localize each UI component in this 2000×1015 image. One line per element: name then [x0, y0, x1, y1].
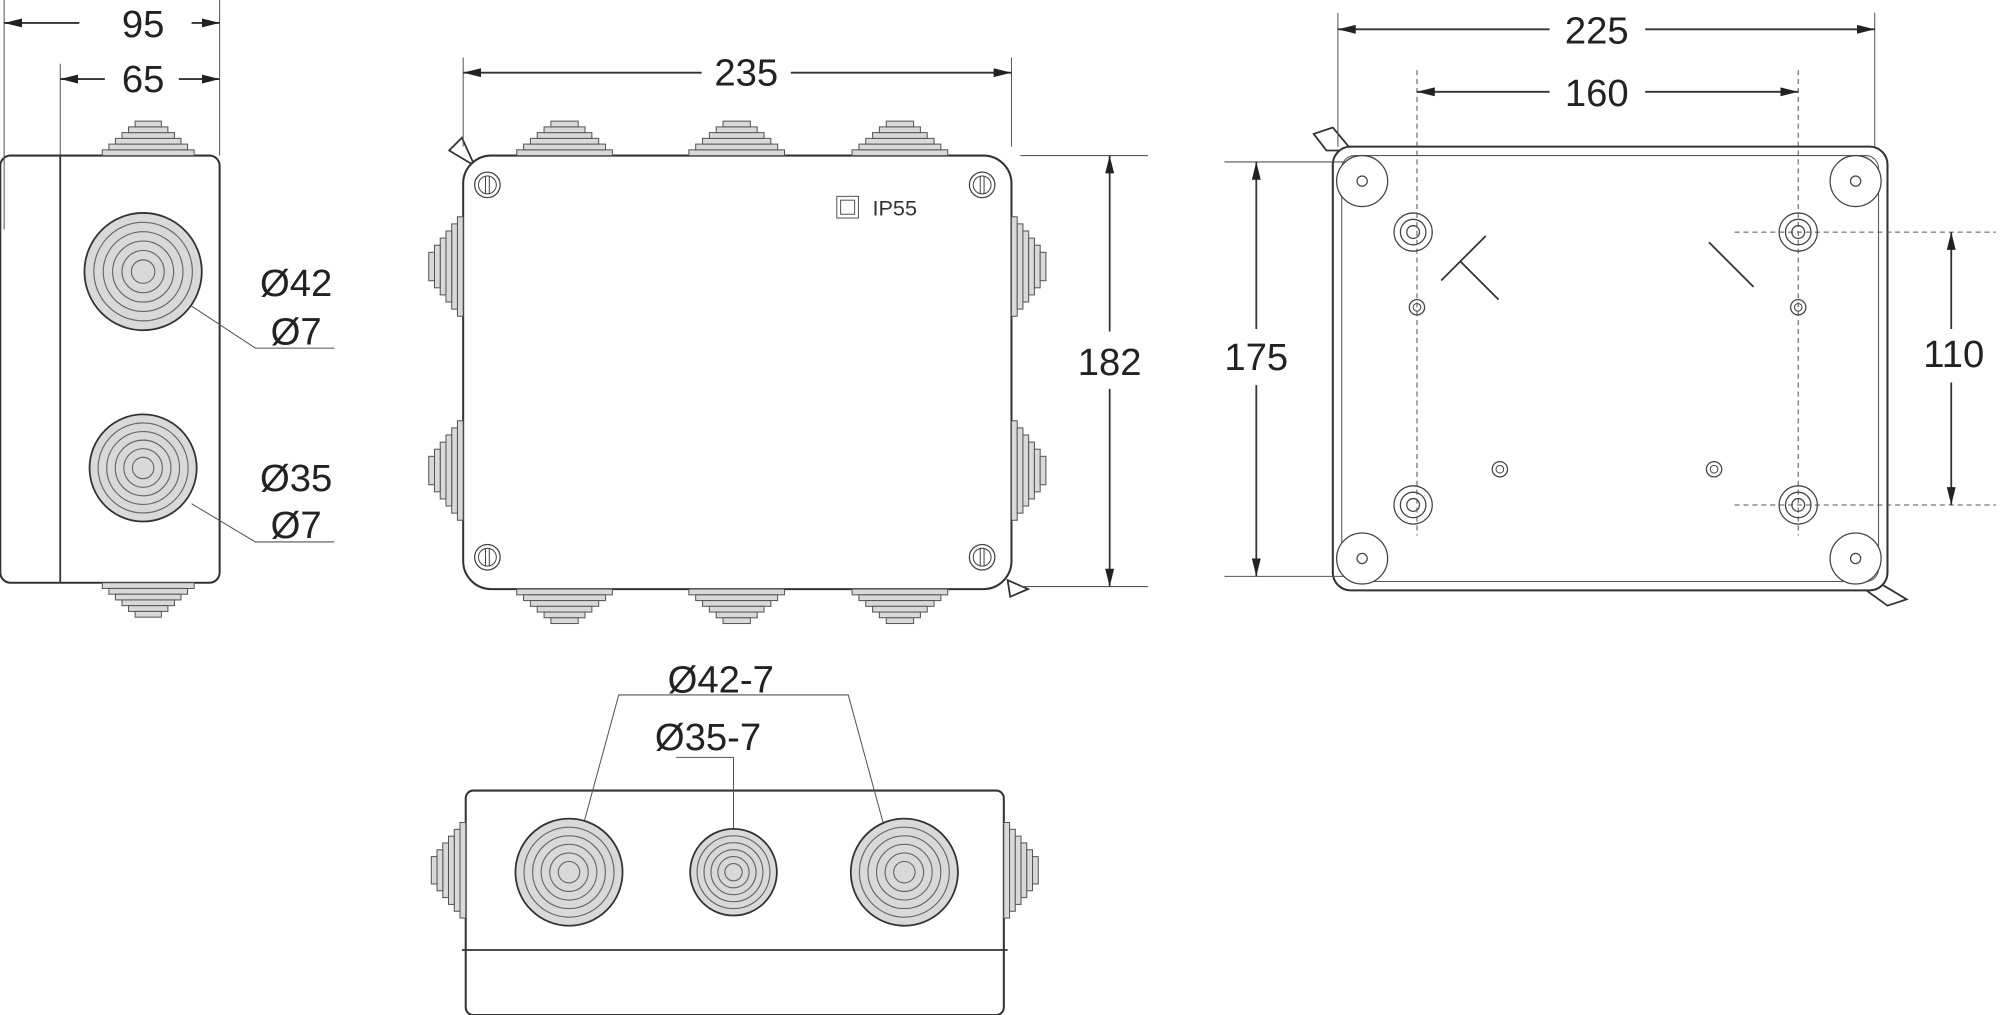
corner-boss — [1829, 154, 1882, 208]
rating-box-icon — [836, 195, 859, 219]
back-body — [1331, 145, 1889, 592]
small-hole — [1705, 460, 1723, 478]
side-body — [0, 154, 221, 584]
stepped-grommet — [428, 420, 464, 521]
side-gland-small-label: Ø35 — [260, 457, 332, 500]
bottom-gland-small-label: Ø35-7 — [655, 716, 761, 759]
stepped-grommet — [1003, 821, 1039, 919]
small-hole — [1491, 460, 1509, 478]
stepped-grommet — [688, 588, 786, 625]
leader-42-7 — [579, 694, 888, 836]
stepped-grommet — [516, 588, 613, 625]
dim-160-label: 160 — [1565, 72, 1629, 115]
ip-rating-label: IP55 — [872, 195, 917, 220]
mounting-hole — [1778, 212, 1818, 252]
stepped-grommet — [851, 120, 949, 157]
cable-gland — [514, 817, 624, 927]
dim-110-label: 110 — [1923, 333, 1984, 376]
small-hole — [1408, 299, 1426, 316]
stepped-grommet — [688, 120, 786, 157]
stepped-grommet — [1010, 420, 1047, 521]
stepped-grommet — [430, 821, 467, 919]
dim-225-label: 225 — [1565, 9, 1629, 52]
front-body — [462, 154, 1013, 591]
stepped-grommet — [1010, 216, 1047, 317]
stepped-grommet — [428, 216, 464, 317]
leader-42 — [191, 305, 335, 349]
side-view: 95 65 Ø42 Ø7 Ø35 Ø7 — [0, 0, 335, 618]
wall-bracket — [1440, 235, 1755, 301]
cable-gland — [689, 827, 778, 917]
bottom-gland-large-label: Ø42-7 — [668, 658, 774, 701]
front-view: 235 182 IP55 — [428, 51, 1148, 625]
mounting-ear — [447, 136, 477, 169]
screw-icon — [968, 171, 996, 199]
leader-35 — [191, 503, 335, 543]
dim-235-label: 235 — [714, 51, 778, 94]
corner-boss — [1829, 532, 1882, 585]
dim-175-label: 175 — [1224, 336, 1288, 379]
corner-hole — [1356, 552, 1368, 565]
mounting-hole — [1778, 485, 1818, 525]
cable-gland — [88, 413, 198, 523]
small-hole — [1789, 299, 1807, 316]
side-gland-small-sub: Ø7 — [271, 504, 322, 547]
stepped-grommet — [101, 582, 195, 618]
corner-hole — [1849, 175, 1862, 187]
corner-boss — [1335, 532, 1389, 585]
side-gland-large-label: Ø42 — [260, 262, 332, 305]
mounting-hole — [1393, 212, 1433, 252]
side-gland-large-sub: Ø7 — [271, 310, 322, 353]
stepped-grommet — [516, 120, 613, 157]
corner-hole — [1356, 175, 1368, 187]
screw-icon — [474, 543, 501, 571]
cable-gland — [83, 212, 203, 332]
bottom-view: Ø42-7 Ø35-7 — [430, 658, 1039, 1015]
screw-icon — [474, 171, 501, 199]
dim-65-label: 65 — [122, 58, 165, 101]
mounting-hole — [1393, 485, 1433, 525]
cable-gland — [849, 817, 959, 927]
back-view: 225 160 175 110 — [1224, 9, 1996, 607]
stepped-grommet — [101, 120, 195, 157]
corner-boss — [1335, 154, 1389, 208]
stepped-grommet — [851, 588, 949, 625]
dim-182-label: 182 — [1078, 341, 1142, 384]
screw-icon — [968, 543, 996, 571]
leader-35-7 — [676, 756, 735, 836]
dim-95-label: 95 — [122, 3, 165, 46]
mounting-ear — [1006, 578, 1031, 599]
corner-hole — [1849, 552, 1862, 565]
